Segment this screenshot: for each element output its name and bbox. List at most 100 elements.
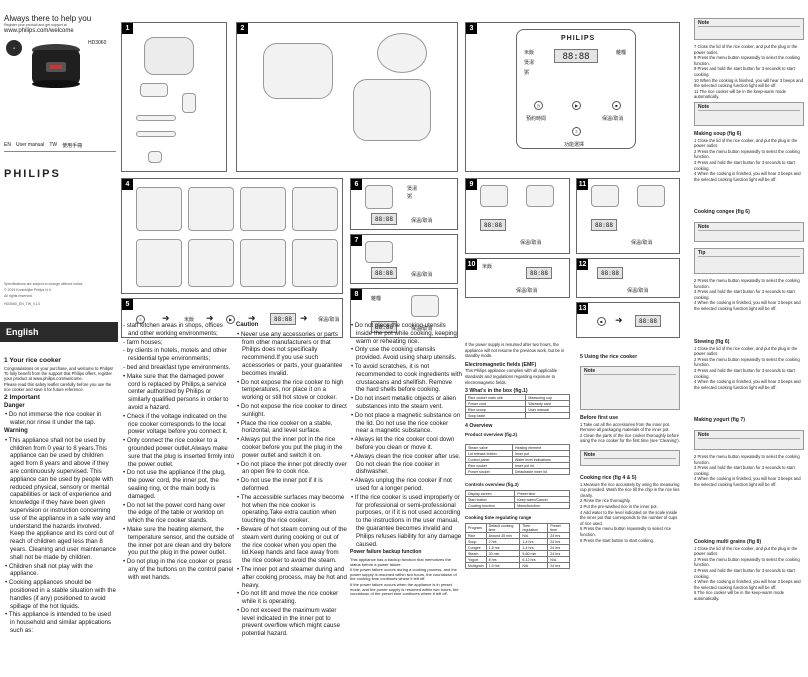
label-rice: 米飯 <box>524 50 535 56</box>
list-item: - by clients in hotels, motels and other… <box>123 347 227 363</box>
rice-cooker-image <box>32 44 80 88</box>
figure-number: 3 <box>466 23 477 34</box>
step: 4 When the cooking is finished, you will… <box>694 171 801 182</box>
using-heading: 5 Using the rice cooker <box>580 354 638 360</box>
figure-13: 13 ■ ➜ 88:88 <box>576 302 680 338</box>
label-multigrain: 雜糧 <box>616 50 627 56</box>
step-fig9-a <box>480 185 508 207</box>
display-fig9: 88:88 <box>480 219 506 231</box>
language-row: EN User manual TW 使用手冊 <box>4 142 116 152</box>
note-box: Note <box>580 366 680 410</box>
danger-item: • Do not immerse the rice cooker in wate… <box>5 411 102 427</box>
stewing-heading: Stewing (fig 6) <box>694 339 730 345</box>
lang-tw: TW <box>49 142 58 148</box>
power-failure-text: If the power failure occurs during a coo… <box>350 567 457 582</box>
danger-heading: Danger <box>4 402 25 409</box>
warning-item: • Do not plug in the rice cooker or pres… <box>123 558 234 581</box>
step-power-on <box>292 239 338 287</box>
label-keep-warm: 保溫/取消 <box>602 116 624 122</box>
step-wash <box>188 187 234 231</box>
step: 3 Press and hold the start button for 3 … <box>694 465 795 476</box>
figure-number: 8 <box>351 289 362 300</box>
list-item: - bed and breakfast type environments. <box>123 363 231 371</box>
display-fig7: 88:88 <box>371 267 397 279</box>
start-button[interactable]: ▶ <box>572 101 581 110</box>
rights: All rights reserved. <box>4 294 33 298</box>
manual-en: User manual <box>15 142 45 148</box>
step: 4 Add water to the level indicated on th… <box>580 509 678 526</box>
arrow-icon: ➜ <box>300 313 308 323</box>
arrow-icon: ➜ <box>615 315 623 325</box>
keep-warm-button[interactable]: ■ <box>612 101 621 110</box>
caution-item: • The inner pot and steamer during and a… <box>237 565 347 589</box>
controls-overview-heading: Controls overview (fig.3) <box>465 482 519 487</box>
label-multigrain-fig8: 雜糧 <box>371 296 382 302</box>
cover-url: www.philips.com/welcome <box>4 28 74 34</box>
power-failure-text: If the power failure occurs when the app… <box>350 582 459 597</box>
display-screen: 88:88 <box>554 49 598 63</box>
preset-button[interactable]: ◷ <box>534 101 543 110</box>
caution-item: • Do not exceed the maximum water level … <box>237 606 341 638</box>
display-fig6: 88:88 <box>371 213 397 225</box>
label-keep-warm-fig6: 保溫/取消 <box>411 218 433 224</box>
label-keep-warm-step: 保溫/取消 <box>318 317 340 323</box>
label-rice-step: 米飯 <box>184 317 195 323</box>
list-item: - farm houses; <box>123 338 163 346</box>
display-fig12: 88:88 <box>597 267 623 279</box>
before-first-use-heading: Before first use <box>580 415 619 421</box>
note-box: Note <box>694 430 804 450</box>
figure-4: 4 <box>121 178 343 294</box>
cover-page: Always there to help you Register your p… <box>0 0 118 322</box>
label-keep-warm-fig9: 保溫/取消 <box>520 240 542 246</box>
figure-8: 8 雜糧 88:88 保溫/取消 <box>350 288 458 338</box>
safety-check-text: Please read this safety leaflet carefull… <box>4 381 112 392</box>
figure-10: 10 米飯 88:88 保溫/取消 <box>465 258 570 298</box>
step: 3 Press and hold the start button for 3 … <box>694 289 795 300</box>
emf-heading: Electromagnetic fields (EMF) <box>465 361 537 368</box>
power-failure-text: This appliance has a backup function tha… <box>350 557 451 567</box>
step: 1 Take out all the accessories from the … <box>580 421 671 433</box>
step-measure <box>136 187 182 231</box>
note-box: Note <box>694 102 804 126</box>
warning-item: • Children shall not play with the appli… <box>5 562 93 578</box>
figure-7: 7 88:88 保溫/取消 <box>350 234 458 284</box>
label-soup: 煲湯 <box>524 60 535 66</box>
doc-id: HD3060_EN_TW_V1.0 <box>4 302 41 306</box>
caution-item: • Only use the cooking utensils provided… <box>351 346 457 362</box>
keep-warm-button-icon: ■ <box>597 317 606 326</box>
warning-item: • Do not use the appliance if the plug, … <box>123 469 226 500</box>
figure-number: 13 <box>577 303 588 314</box>
control-panel <box>516 29 636 149</box>
overview-heading: 4 Overview <box>465 423 493 429</box>
caution-item: • Do not place the cooking utensils insi… <box>351 322 457 345</box>
cover-greeting: Always there to help you <box>4 14 92 23</box>
menu-button-icon: ≡ <box>136 315 145 324</box>
warning-item: • Cooking appliances should be positione… <box>5 579 116 610</box>
card-sketch <box>182 93 196 113</box>
caution-item: • If the rice cooker is used improperly … <box>351 493 462 548</box>
menu-button[interactable]: ≡ <box>572 127 581 136</box>
cooking-rice-heading: Cooking rice (fig 4 & 5) <box>580 475 637 481</box>
figure-5: 5 ≡ ➜ 米飯 ➜ ▶ ➜ 88:88 ➜ 保溫/取消 <box>121 298 343 338</box>
display-fig10: 88:88 <box>526 267 552 279</box>
text-column-5: If the power supply is resumed after two… <box>465 342 571 395</box>
display-fig8: 88:88 <box>371 321 397 333</box>
step: 5 The rice cooker will be in the keep-wa… <box>694 590 784 601</box>
cooker-sketch <box>144 37 194 75</box>
making-yogurt-heading: Making yogurt (fig 7) <box>694 417 746 423</box>
display-countdown: 88:88 <box>270 313 296 325</box>
product-overview-heading: Product overview (fig.2) <box>465 431 518 437</box>
caution-item: • Do not expose the rice cooker to high … <box>237 378 344 402</box>
emf-text: This Philips appliance complies with all… <box>465 368 558 385</box>
step: 5 Press the menu button repeatedly to se… <box>580 526 672 537</box>
warning-item: • Do not let the power cord hang over th… <box>123 501 226 525</box>
english-header: English <box>0 322 118 342</box>
text-column-3: Caution • Never use any accessories or p… <box>236 322 348 639</box>
step: 7 Close the lid of the rice cooker, and … <box>694 44 798 55</box>
step-multigrain <box>411 295 439 317</box>
step: 11 The rice cooker will be in the keep-w… <box>694 88 787 100</box>
cooking-congee-heading: Cooking congee (fig 6) <box>694 209 750 215</box>
text-column-1: 1 Your rice cooker Congratulations on yo… <box>4 355 116 636</box>
